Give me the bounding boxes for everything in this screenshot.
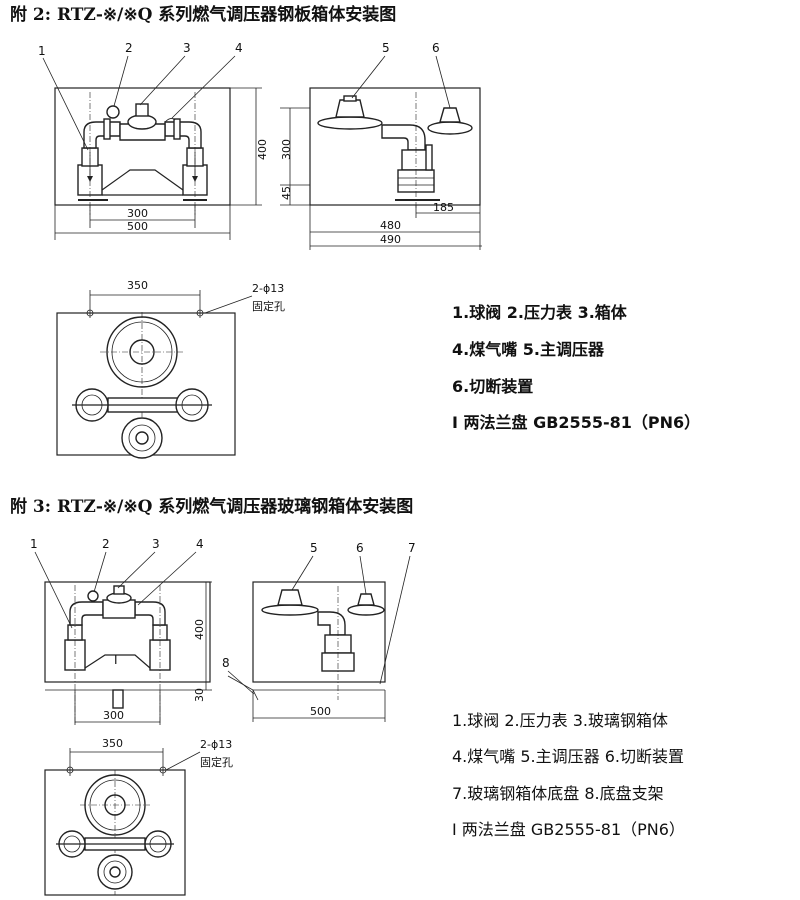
fig2-legend-line-4: I 两法兰盘 GB2555-81（PN6） [452,413,700,432]
callout3-3: 3 [152,537,160,551]
dim-plan-350: 350 [127,279,148,292]
callout3-5: 5 [310,541,318,555]
fig3-callouts: 1 2 3 4 [30,537,204,629]
callout-6: 6 [432,41,440,55]
holes-note: 固定孔 [252,299,285,313]
callout3-7: 7 [408,541,416,555]
dim-185: 185 [433,201,454,214]
dim-500: 500 [127,220,148,233]
fig3-front-dimensions: 400 30 300 [74,581,212,725]
callout-1: 1 [38,44,46,58]
fig3-legend-line-2: 4.煤气嘴 5.主调压器 6.切断装置 [452,747,684,766]
fig2-legend: 1.球阀 2.压力表 3.箱体 4.煤气嘴 5.主调压器 6.切断装置 I 两法… [452,303,700,432]
figure2-title: 附 2: RTZ-※/※Q 系列燃气调压器钢板箱体安装图 [10,4,396,25]
dim3-400: 400 [193,619,206,640]
fig3-legend-line-3: 7.玻璃钢箱体底盘 8.底盘支架 [452,784,664,803]
fig2-side-view [309,87,481,250]
dim3-300: 300 [103,709,124,722]
fig2-side-callouts: 5 6 [351,41,451,109]
holes3-note: 固定孔 [200,755,233,769]
fig2-front-dimensions: 400 300 500 [54,87,269,240]
callout-3: 3 [183,41,191,55]
figure3-title: 附 3: RTZ-※/※Q 系列燃气调压器玻璃钢箱体安装图 [10,496,413,517]
flange-mark: I [114,653,118,667]
fig2-plan-view: 350 2-ϕ13 固定孔 [56,279,285,459]
fig3-plan-view: 350 2-ϕ13 固定孔 [44,737,233,896]
fig3-legend-line-1: 1.球阀 2.压力表 3.玻璃钢箱体 [452,711,668,730]
fig2-legend-line-2: 4.煤气嘴 5.主调压器 [452,340,605,359]
dim3-30: 30 [193,688,206,702]
fig2-legend-line-1: 1.球阀 2.压力表 3.箱体 [452,303,628,322]
fig2-callouts: 1 2 3 4 [38,41,243,151]
dim-400: 400 [256,139,269,160]
holes-label: 2-ϕ13 [252,282,284,295]
dim-side-300: 300 [280,139,293,160]
dim-300: 300 [127,207,148,220]
fig3-side-view: 500 [227,581,386,722]
callout3-8: 8 [222,656,230,670]
fig3-front-view: I [44,581,211,725]
dim3-plan-350: 350 [102,737,123,750]
callout-5: 5 [382,41,390,55]
callout-4: 4 [235,41,243,55]
callout3-2: 2 [102,537,110,551]
dim-480: 480 [380,219,401,232]
dim-490: 490 [380,233,401,246]
fig3-legend-line-4: I 两法兰盘 GB2555-81（PN6） [452,820,685,839]
dim-45: 45 [280,186,293,200]
holes3-label: 2-ϕ13 [200,738,232,751]
callout3-6: 6 [356,541,364,555]
callout-2: 2 [125,41,133,55]
dim3-500: 500 [310,705,331,718]
callout3-1: 1 [30,537,38,551]
fig2-side-dimensions: 300 45 185 480 490 [280,107,482,247]
callout3-4: 4 [196,537,204,551]
fig3-legend: 1.球阀 2.压力表 3.玻璃钢箱体 4.煤气嘴 5.主调压器 6.切断装置 7… [452,711,685,839]
fig2-front-view [54,87,231,215]
fig3-side-callouts: 5 6 7 8 [222,541,416,695]
fig2-legend-line-3: 6.切断装置 [452,377,533,396]
